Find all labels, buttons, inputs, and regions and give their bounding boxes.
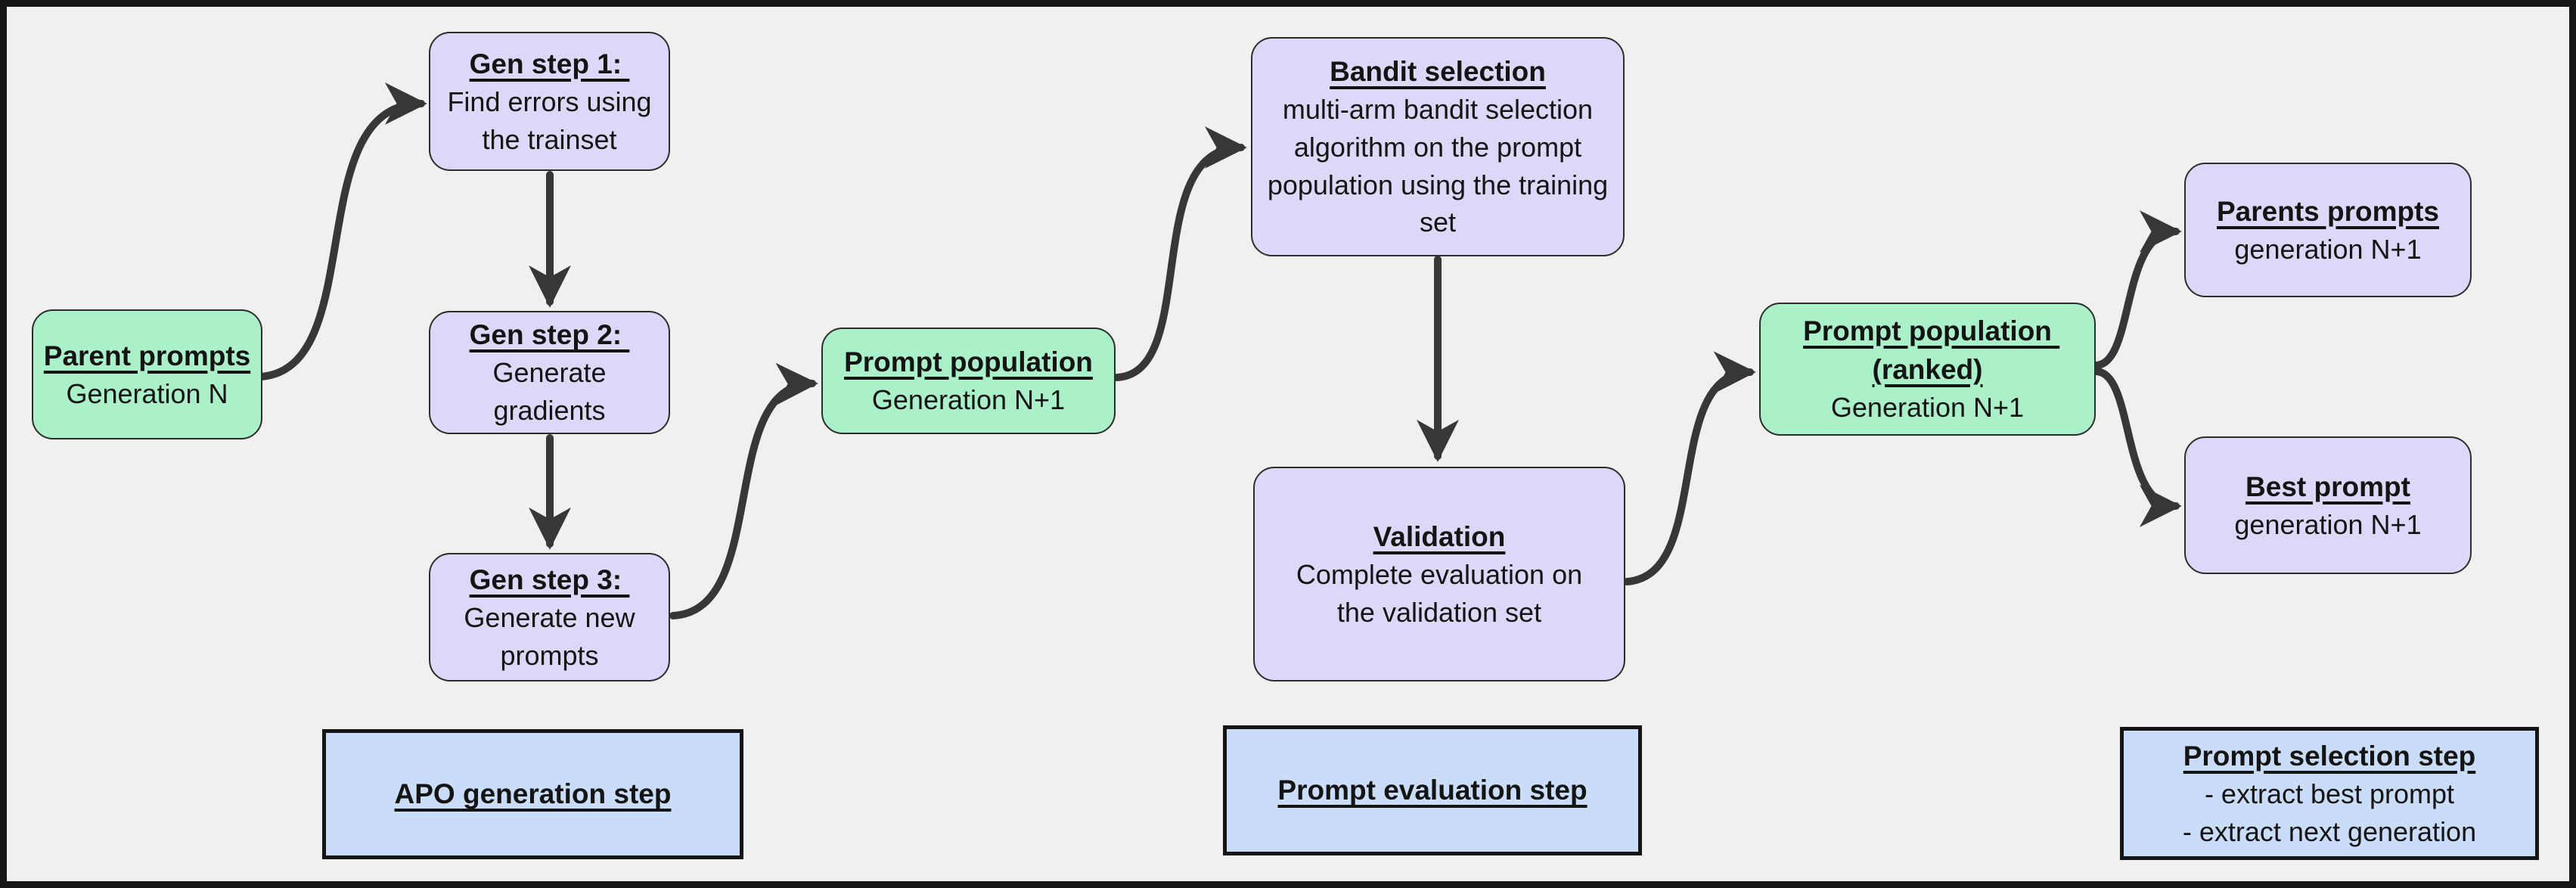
node-best-prompt: Best prompt generation N+1: [2184, 436, 2472, 574]
arrow-parent-prompts-to-gen-step-1: [257, 82, 427, 380]
node-body: Generation N: [66, 377, 228, 409]
node-validation: Validation Complete evaluation on the va…: [1253, 467, 1625, 682]
node-gen-step-3: Gen step 3: Generate new prompts: [429, 553, 670, 682]
node-title: Prompt population: [844, 346, 1093, 378]
node-title: Bandit selection: [1330, 56, 1546, 88]
node-body: Generate gradients: [492, 357, 607, 427]
label-prompt-selection-step: Prompt selection step - extract best pro…: [2120, 727, 2539, 860]
node-gen-step-1: Gen step 1: Find errors using the trains…: [429, 32, 670, 171]
node-parent-prompts: Parent prompts Generation N: [32, 309, 262, 439]
node-body: multi-arm bandit selection algorithm on …: [1267, 94, 1609, 238]
node-body: Complete evaluation on the validation se…: [1296, 558, 1583, 628]
node-title: APO generation step: [394, 778, 672, 810]
node-body: generation N+1: [2234, 508, 2422, 540]
node-title: Validation: [1373, 520, 1506, 552]
arrow-gen-step-3-to-prompt-population: [669, 362, 818, 619]
node-body: generation N+1: [2234, 233, 2422, 265]
label-prompt-evaluation-step: Prompt evaluation step: [1223, 725, 1642, 855]
node-gen-step-2: Gen step 2: Generate gradients: [429, 311, 670, 434]
node-prompt-population: Prompt population Generation N+1: [821, 328, 1116, 434]
node-prompt-population-ranked: Prompt population (ranked) Generation N+…: [1759, 303, 2096, 436]
arrow-prompt-population-ranked-to-best-prompt: [2092, 368, 2182, 527]
arrow-validation-to-prompt-population-ranked: [1623, 351, 1756, 585]
arrow-prompt-population-to-bandit-selection: [1113, 126, 1247, 381]
node-title: Parent prompts: [43, 340, 251, 371]
node-title: Best prompt: [2245, 470, 2410, 502]
node-title: Gen step 3:: [469, 564, 630, 595]
node-body: Generation N+1: [871, 384, 1066, 416]
label-apo-generation-step: APO generation step: [322, 729, 743, 859]
node-title: Gen step 1:: [469, 48, 630, 79]
node-body: Generation N+1: [1830, 392, 2025, 424]
node-body: Generate new prompts: [464, 601, 635, 671]
node-body: Find errors using the trainset: [447, 85, 652, 155]
node-bandit-selection: Bandit selection multi-arm bandit select…: [1251, 37, 1625, 256]
node-title: Parents prompts: [2216, 195, 2439, 227]
node-title: Prompt evaluation step: [1277, 775, 1587, 806]
node-body: - extract best prompt - extract next gen…: [2182, 778, 2477, 847]
arrow-prompt-population-ranked-to-parents-prompts: [2092, 210, 2182, 369]
node-title: Prompt selection step: [2183, 740, 2476, 772]
node-title: Gen step 2:: [469, 319, 630, 351]
node-title: Prompt population (ranked): [1803, 315, 2060, 386]
node-parents-prompts: Parents prompts generation N+1: [2184, 163, 2472, 297]
